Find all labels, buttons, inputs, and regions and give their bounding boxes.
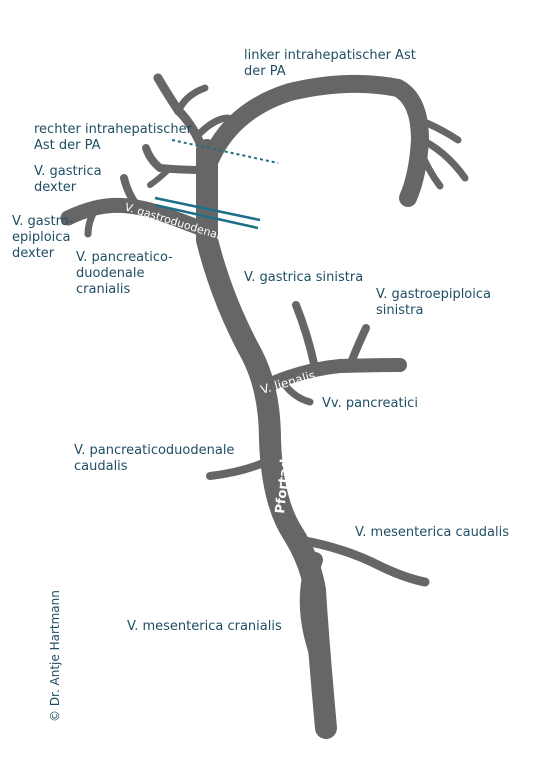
left-hepatic-twig-3 — [416, 146, 444, 190]
vv-pancreatici-vessel — [281, 381, 314, 406]
v-gastrica-dexter-vessel — [142, 144, 209, 174]
right-hepatic-twig-2 — [194, 114, 232, 139]
copyright-credit: © Dr. Antje Hartmann — [48, 590, 62, 722]
label-v-mesenterica-cranialis: V. mesenterica cranialis — [127, 619, 282, 634]
label-vv-pancreatici: Vv. pancreatici — [322, 396, 418, 411]
right-hepatic-twig — [174, 84, 209, 116]
left-hepatic-branch — [201, 74, 429, 207]
label-v-gastroepiploica-sinistra: V. gastroepiploica sinistra — [376, 287, 491, 318]
pfortader-inside-label: Pfortader — [273, 443, 295, 515]
v-gastrica-sinistra-vessel — [292, 301, 319, 372]
ligature-line-1 — [154, 196, 261, 222]
pa-pointer-dotted — [171, 139, 279, 164]
v-lienalis-vessel — [255, 358, 407, 395]
label-v-pancreaticoduodenale-cranialis: V. pancreatico- duodenale cranialis — [76, 250, 173, 297]
v-gastrica-dexter-twig — [147, 167, 171, 188]
portal-vein-trunk — [196, 139, 337, 739]
label-v-gastroepiploica-dexter: V. gastro- epiploica dexter — [12, 214, 74, 261]
v-gastroepiploica-sinistra-vessel — [346, 324, 370, 369]
label-v-mesenterica-caudalis: V. mesenterica caudalis — [355, 525, 510, 540]
v-pancreaticoduodenale-cranialis-vessel — [120, 174, 144, 214]
ligature-line-2 — [154, 203, 259, 230]
left-hepatic-twig-2 — [414, 134, 469, 182]
v-mesenterica-cranialis-vessel — [299, 552, 334, 738]
v-pancreaticoduodenale-caudalis-vessel — [206, 456, 274, 480]
label-v-pancreaticoduodenale-caudalis: V. pancreaticoduodenale caudalis — [74, 443, 235, 474]
label-left-intrahepatic-pa: linker intrahepatischer Ast der PA — [244, 48, 416, 79]
v-gastroduodenale-vessel — [60, 197, 218, 240]
label-right-intrahepatic-pa: rechter intrahepatischer Ast der PA — [34, 122, 192, 153]
label-v-gastrica-sinistra: V. gastrica sinistra — [244, 270, 364, 285]
left-hepatic-twig-1 — [411, 114, 462, 144]
label-v-gastrica-dexter: V. gastrica dexter — [34, 164, 102, 195]
v-mesenterica-caudalis-vessel — [295, 535, 430, 587]
v-gastroepiploica-dexter-twig — [84, 206, 99, 238]
